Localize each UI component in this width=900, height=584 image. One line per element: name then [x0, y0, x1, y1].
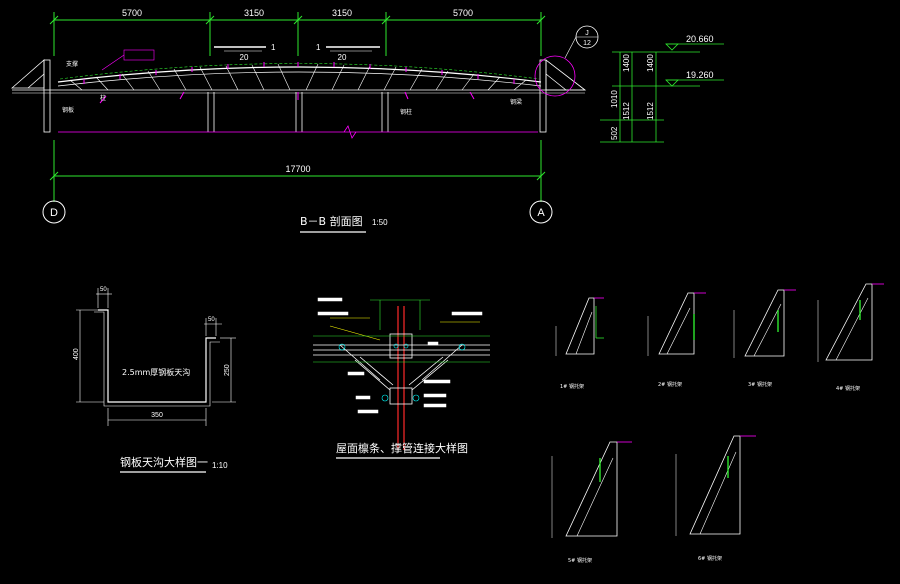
elevation-high: 20.660: [686, 34, 714, 44]
detail-circle-right: [534, 55, 576, 97]
gutter-flange-left: 50: [100, 287, 107, 293]
connection-detail: 屋面檩条、撑管连接大样图: [313, 297, 490, 459]
gutter-title: 钢板天沟大样图一: [120, 455, 208, 469]
slope-num-left: 1: [271, 43, 276, 52]
elevation-low: 19.260: [686, 70, 714, 80]
gutter-label: 2.5mm厚钢板天沟: [122, 367, 190, 377]
callout-top: J: [585, 30, 589, 37]
slope-label-right: 20: [338, 53, 347, 62]
bracket-2: 2# 钢托架: [647, 292, 706, 388]
roof-truss: [12, 49, 585, 104]
detail-callout: J 12: [564, 25, 599, 59]
gutter-detail: 50 50 400 250 350 2.5mm厚钢板天沟 钢板天沟大样图一 1:…: [73, 287, 236, 473]
top-dim-3: 3150: [332, 8, 352, 18]
axis-label-a: A: [537, 207, 545, 219]
bracket-label-4: 4# 钢托架: [836, 385, 860, 392]
bracket-5: 5# 钢托架: [551, 441, 632, 564]
total-dimension: 17700: [285, 164, 310, 174]
columns: [10, 59, 587, 133]
callout-bottom: 12: [583, 40, 591, 47]
bracket-1: 1# 钢托架: [555, 297, 604, 390]
label-plate: 钢板: [62, 106, 74, 114]
right-dim-5: 1010: [610, 90, 619, 108]
top-dim-2: 3150: [244, 8, 264, 18]
section-title: B－B 剖面图: [300, 214, 363, 228]
bracket-4: 4# 钢托架: [817, 283, 884, 392]
section-scale: 1:50: [372, 218, 388, 227]
gutter-scale: 1:10: [212, 461, 228, 470]
right-dim-4: 1512: [646, 102, 655, 120]
bracket-label-2: 2# 钢托架: [658, 381, 682, 388]
label-column: 柱: [100, 94, 106, 102]
slope-num-right: 1: [316, 43, 321, 52]
connection-title: 屋面檩条、撑管连接大样图: [336, 441, 468, 455]
elevation-marker-low: 19.260: [665, 70, 724, 87]
axis-label-d: D: [50, 207, 58, 219]
slope-indicator-left: 1 20: [214, 43, 276, 62]
bracket-label-3: 3# 钢托架: [748, 381, 772, 388]
gutter-height-right: 250: [224, 364, 231, 376]
gutter-height-left: 400: [73, 348, 80, 360]
bracket-details: 1# 钢托架 2# 钢托架 3# 钢托架 4# 钢托架: [551, 283, 884, 564]
slope-indicator-right: 1 20: [316, 43, 380, 62]
bracket-label-5: 5# 钢托架: [568, 557, 592, 564]
bracket-label-6: 6# 钢托架: [698, 555, 722, 562]
top-dim-1: 5700: [122, 8, 142, 18]
gutter-dims: [76, 288, 236, 426]
axis-bubble-a: A: [529, 200, 553, 224]
right-dim-1: 1400: [622, 54, 631, 72]
right-dim-6: 502: [610, 126, 619, 140]
top-dimension-line: [49, 12, 546, 56]
label-beam: 钢梁: [510, 98, 522, 106]
right-dim-3: 1512: [622, 102, 631, 120]
break-mark: [343, 125, 357, 139]
top-dim-4: 5700: [453, 8, 473, 18]
slope-label-left: 20: [240, 53, 249, 62]
gutter-width: 350: [151, 412, 163, 419]
section-bb: 5700 3150 3150 5700 1 20 1 20: [10, 8, 724, 233]
bottom-dimension: [49, 140, 546, 202]
gutter-flange-right: 50: [208, 317, 215, 323]
bracket-3: 3# 钢托架: [733, 289, 796, 388]
label-support: 支撑: [66, 60, 78, 68]
right-dimension-line: [600, 51, 700, 143]
bracket-6: 6# 钢托架: [675, 435, 756, 562]
right-dim-2: 1400: [646, 54, 655, 72]
label-steel-col: 钢柱: [400, 108, 412, 116]
bracket-label-1: 1# 钢托架: [560, 383, 584, 390]
elevation-marker-high: 20.660: [665, 34, 724, 51]
axis-bubble-d: D: [42, 200, 66, 224]
